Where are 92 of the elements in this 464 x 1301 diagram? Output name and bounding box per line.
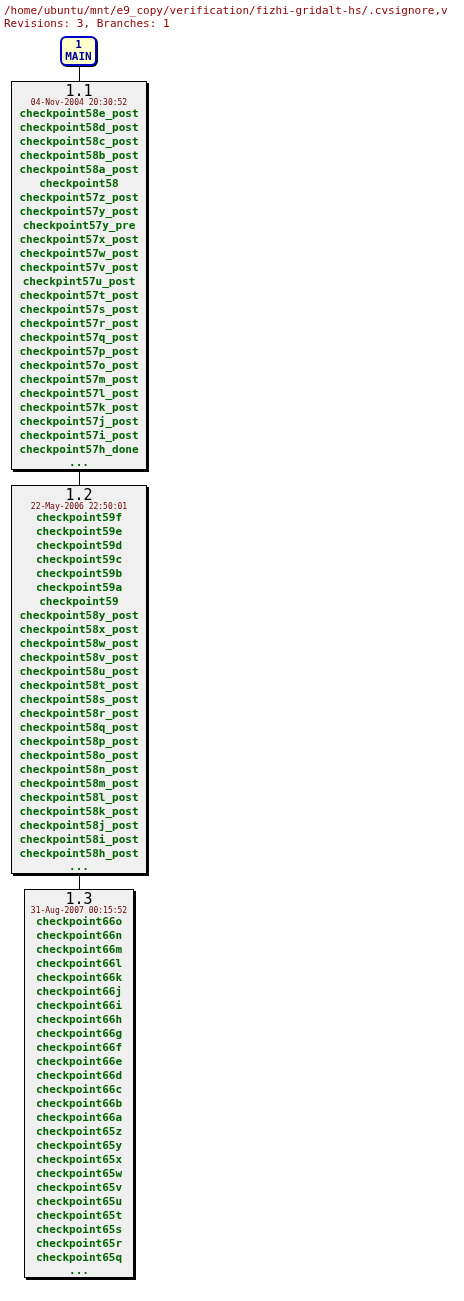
tag-name: checkpoint57l_post bbox=[19, 387, 139, 401]
tag-name: checkpoint58p_post bbox=[19, 735, 139, 749]
tag-name: checkpoint57v_post bbox=[19, 261, 139, 275]
tag-name: checkpoint59d bbox=[35, 539, 123, 553]
revision-number: 1.2 bbox=[65, 488, 93, 502]
tag-name: checkpoint66h bbox=[35, 1013, 123, 1027]
tag-name: checkpoint58c_post bbox=[19, 135, 139, 149]
tag-name: checkpoint59f bbox=[35, 511, 123, 525]
tag-name: checkpoint59a bbox=[35, 581, 123, 595]
tag-name: checkpoint58y_post bbox=[19, 609, 139, 623]
tag-name: checkpoint57t_post bbox=[19, 289, 139, 303]
tag-name: checkpoint66k bbox=[35, 971, 123, 985]
tag-name: checkpoint58n_post bbox=[19, 763, 139, 777]
revision-number: 1.1 bbox=[65, 84, 93, 98]
tag-name: checkpoint58l_post bbox=[19, 791, 139, 805]
revision-date: 04-Nov-2004 20:30:52 bbox=[30, 98, 128, 107]
tag-name: checkpoint58k_post bbox=[19, 805, 139, 819]
tag-name: checkpoint57p_post bbox=[19, 345, 139, 359]
tag-name: checkpoint66b bbox=[35, 1097, 123, 1111]
tag-name: checkpoint66o bbox=[35, 915, 123, 929]
tag-name: checkpoint66d bbox=[35, 1069, 123, 1083]
connector-line bbox=[79, 65, 80, 82]
tag-name: checkpoint58b_post bbox=[19, 149, 139, 163]
file-path: /home/ubuntu/mnt/e9_copy/verification/fizhi-gridalt-hs/.cvsignore,v bbox=[4, 4, 448, 17]
tag-name: checkpint57u_post bbox=[22, 275, 136, 289]
tag-name: checkpoint59e bbox=[35, 525, 123, 539]
tag-name: checkpoint57z_post bbox=[19, 191, 139, 205]
tag-name: checkpoint58v_post bbox=[19, 651, 139, 665]
tag-name: checkpoint65v bbox=[35, 1181, 123, 1195]
tag-name: checkpoint59b bbox=[35, 567, 123, 581]
tag-name: checkpoint59c bbox=[35, 553, 123, 567]
revision-number: 1.3 bbox=[65, 892, 93, 906]
tag-name: checkpoint65x bbox=[35, 1153, 123, 1167]
tag-name: checkpoint57i_post bbox=[19, 429, 139, 443]
tag-name: checkpoint65r bbox=[35, 1237, 123, 1251]
tag-name: checkpoint58h_post bbox=[19, 847, 139, 861]
more-tags-ellipsis: ... bbox=[69, 1265, 89, 1277]
tag-name: checkpoint57y_post bbox=[19, 205, 139, 219]
tag-name: checkpoint58o_post bbox=[19, 749, 139, 763]
tag-name: checkpoint58i_post bbox=[19, 833, 139, 847]
tag-name: checkpoint57o_post bbox=[19, 359, 139, 373]
more-tags-ellipsis: ... bbox=[69, 457, 89, 469]
tag-name: checkpoint58t_post bbox=[19, 679, 139, 693]
tag-name: checkpoint66m bbox=[35, 943, 123, 957]
tag-name: checkpoint58x_post bbox=[19, 623, 139, 637]
tag-name: checkpoint65u bbox=[35, 1195, 123, 1209]
tag-name: checkpoint66e bbox=[35, 1055, 123, 1069]
tag-name: checkpoint57k_post bbox=[19, 401, 139, 415]
tag-name: checkpoint58m_post bbox=[19, 777, 139, 791]
tag-name: checkpoint58e_post bbox=[19, 107, 139, 121]
tag-name: checkpoint58a_post bbox=[19, 163, 139, 177]
branch-name: MAIN bbox=[65, 51, 92, 63]
more-tags-ellipsis: ... bbox=[69, 861, 89, 873]
tag-name: checkpoint66c bbox=[35, 1083, 123, 1097]
tag-name: checkpoint57q_post bbox=[19, 331, 139, 345]
tag-name: checkpoint65t bbox=[35, 1209, 123, 1223]
tag-name: checkpoint66f bbox=[35, 1041, 123, 1055]
tag-name: checkpoint57m_post bbox=[19, 373, 139, 387]
tag-name: checkpoint66l bbox=[35, 957, 123, 971]
tag-name: checkpoint57h_done bbox=[19, 443, 139, 457]
tag-name: checkpoint66n bbox=[35, 929, 123, 943]
tag-name: checkpoint58q_post bbox=[19, 721, 139, 735]
revision-box bbox=[11, 81, 147, 470]
revision-box bbox=[24, 889, 134, 1278]
tag-name: checkpoint58 bbox=[39, 177, 119, 191]
revision-date: 22-May-2006 22:50:01 bbox=[30, 502, 128, 511]
tag-name: checkpoint58d_post bbox=[19, 121, 139, 135]
tag-name: checkpoint66j bbox=[35, 985, 123, 999]
tag-name: checkpoint66i bbox=[35, 999, 123, 1013]
tag-name: checkpoint58w_post bbox=[19, 637, 139, 651]
tag-name: checkpoint65q bbox=[35, 1251, 123, 1265]
tag-name: checkpoint57r_post bbox=[19, 317, 139, 331]
tag-name: checkpoint58u_post bbox=[19, 665, 139, 679]
revision-box bbox=[11, 485, 147, 874]
tag-name: checkpoint57s_post bbox=[19, 303, 139, 317]
branch-box bbox=[60, 36, 97, 66]
tag-name: checkpoint58j_post bbox=[19, 819, 139, 833]
tag-name: checkpoint58s_post bbox=[19, 693, 139, 707]
revision-date: 31-Aug-2007 00:15:52 bbox=[30, 906, 128, 915]
tag-name: checkpoint65y bbox=[35, 1139, 123, 1153]
tag-name: checkpoint57x_post bbox=[19, 233, 139, 247]
tag-name: checkpoint57j_post bbox=[19, 415, 139, 429]
tag-name: checkpoint65s bbox=[35, 1223, 123, 1237]
branch-number: 1 bbox=[75, 39, 82, 51]
tag-name: checkpoint57w_post bbox=[19, 247, 139, 261]
tag-name: checkpoint57y_pre bbox=[22, 219, 136, 233]
tag-name: checkpoint66g bbox=[35, 1027, 123, 1041]
tag-name: checkpoint66a bbox=[35, 1111, 123, 1125]
tag-name: checkpoint65w bbox=[35, 1167, 123, 1181]
tag-name: checkpoint65z bbox=[35, 1125, 123, 1139]
tag-name: checkpoint59 bbox=[39, 595, 119, 609]
tag-name: checkpoint58r_post bbox=[19, 707, 139, 721]
